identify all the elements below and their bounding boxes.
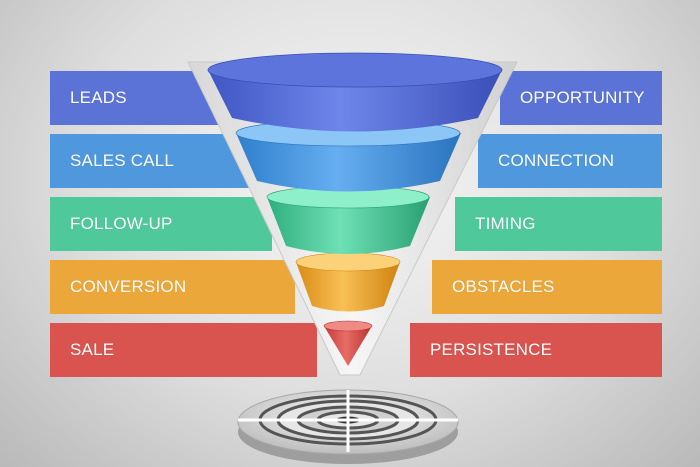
stage-band-sales-call: SALES CALL [50,134,250,188]
funnel-segment-follow-up [266,185,430,254]
target-base [237,389,459,464]
driver-label-timing: TIMING [475,214,536,233]
stage-label-sales-call: SALES CALL [70,151,175,170]
funnel-segment-conversion [295,252,401,312]
driver-band-connection: CONNECTION [478,134,662,188]
driver-band-opportunity: OPPORTUNITY [500,71,662,125]
driver-label-opportunity: OPPORTUNITY [520,88,645,107]
stage-band-leads: LEADS [50,71,225,125]
funnel-segment-sale [323,320,373,366]
stage-band-conversion: CONVERSION [50,260,295,314]
stage-band-follow-up: FOLLOW-UP [50,197,272,251]
driver-band-timing: TIMING [455,197,662,251]
stage-label-sale: SALE [70,340,115,359]
driver-label-connection: CONNECTION [498,151,615,170]
stage-label-conversion: CONVERSION [70,277,187,296]
stage-label-leads: LEADS [70,88,127,107]
stage-band-sale: SALE [50,323,317,377]
stage-label-follow-up: FOLLOW-UP [70,214,173,233]
driver-band-persistence: PERSISTENCE [410,323,662,377]
funnel-segment-leads [207,52,503,132]
driver-band-obstacles: OBSTACLES [432,260,662,314]
driver-label-persistence: PERSISTENCE [430,340,553,359]
driver-label-obstacles: OBSTACLES [452,277,555,296]
